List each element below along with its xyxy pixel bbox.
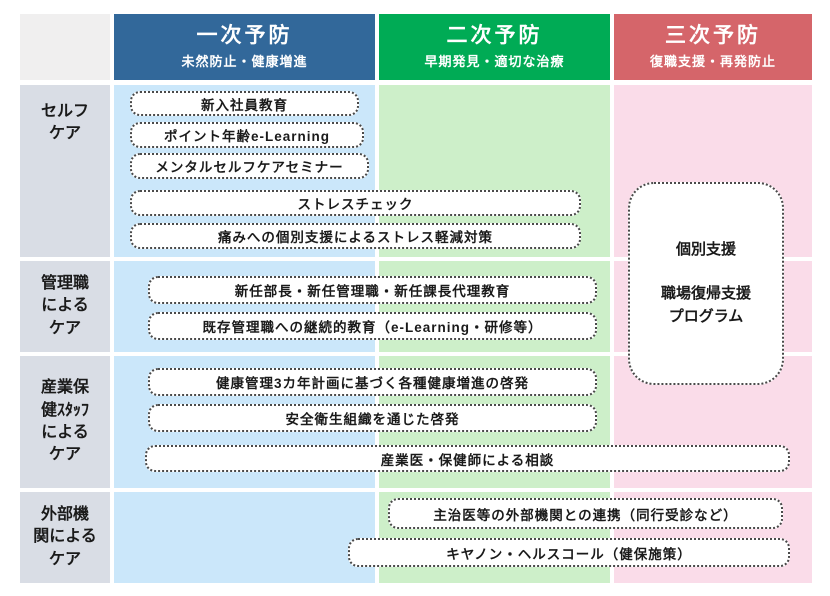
row-label-occupational-health-staff-care: 産業保 健ｽﾀｯﾌ による ケア — [20, 356, 110, 488]
header-corner-cell — [20, 14, 110, 80]
item-new-manager-education: 新任部長・新任管理職・新任課長代理教育 — [148, 276, 597, 304]
row-label-self-care: セルフ ケア — [20, 85, 110, 257]
individual-support-label: 個別支援 — [675, 240, 736, 258]
tertiary-prevention-subtitle: 復職支援・再発防止 — [649, 53, 776, 69]
tertiary-support-box: 個別支援 職場復帰支援 プログラム — [628, 182, 784, 385]
secondary-prevention-subtitle: 早期発見・適切な治療 — [424, 53, 565, 69]
item-health-promotion-3year-plan: 健康管理3カ年計画に基づく各種健康増進の啓発 — [148, 368, 597, 396]
tertiary-prevention-title: 三次予防 — [665, 24, 761, 48]
primary-prevention-subtitle: 未然防止・健康増進 — [181, 53, 308, 69]
item-canon-health-call: キヤノン・ヘルスコール（健保施策） — [348, 538, 790, 567]
item-mental-selfcare-seminar: メンタルセルフケアセミナー — [130, 153, 369, 179]
item-stress-reduction-individual-support: 痛みへの個別支援によるストレス軽減対策 — [130, 223, 581, 249]
item-doctor-nurse-consultation: 産業医・保健師による相談 — [145, 445, 790, 472]
item-external-medical-cooperation: 主治医等の外部機関との連携（同行受診など） — [388, 498, 783, 529]
secondary-prevention-header: 二次予防 早期発見・適切な治療 — [379, 14, 610, 80]
item-safety-hygiene-organization: 安全衛生組織を通じた啓発 — [148, 404, 597, 432]
secondary-prevention-title: 二次予防 — [446, 24, 543, 48]
row-label-manager-care: 管理職 による ケア — [20, 261, 110, 352]
item-continuous-manager-education: 既存管理職への継続的教育（e-Learning・研修等） — [148, 312, 597, 340]
item-stress-check: ストレスチェック — [130, 190, 581, 216]
row-label-external-organization-care: 外部機 関による ケア — [20, 492, 110, 583]
bg-primary-row-external — [114, 492, 375, 583]
item-new-employee-education: 新入社員教育 — [130, 91, 359, 116]
tertiary-prevention-header: 三次予防 復職支援・再発防止 — [614, 14, 812, 80]
return-to-work-program-label: 職場復帰支援 プログラム — [660, 285, 751, 325]
primary-prevention-header: 一次予防 未然防止・健康増進 — [114, 14, 375, 80]
primary-prevention-title: 一次予防 — [196, 24, 293, 48]
item-point-age-elearning: ポイント年齢e-Learning — [130, 122, 364, 148]
